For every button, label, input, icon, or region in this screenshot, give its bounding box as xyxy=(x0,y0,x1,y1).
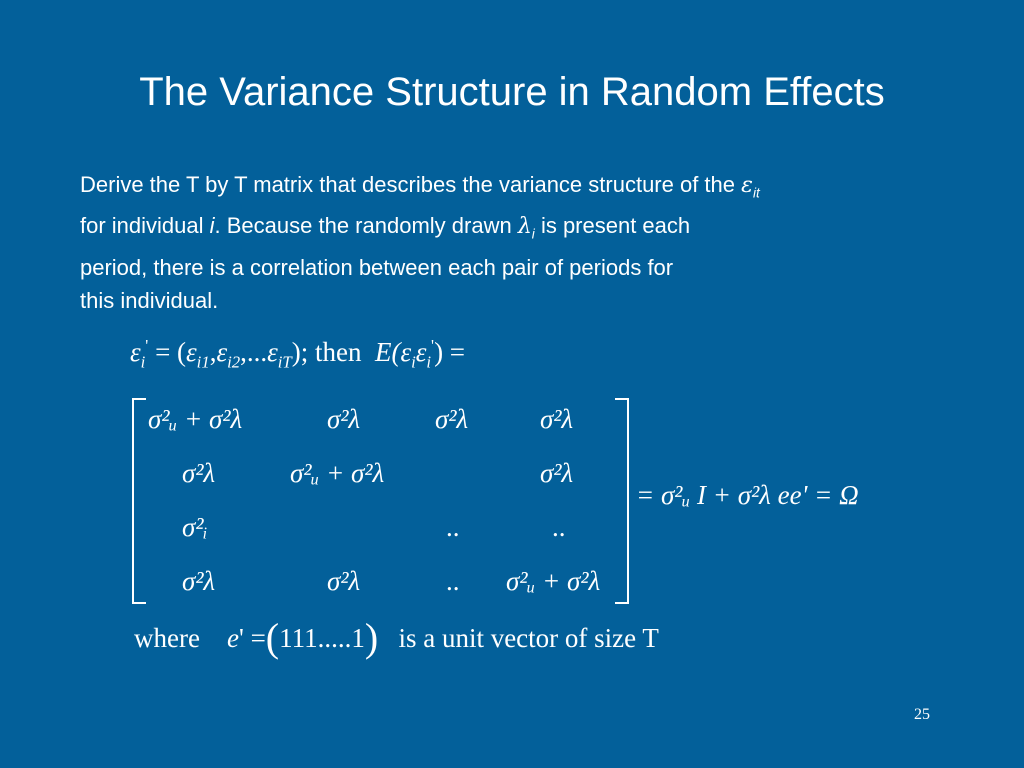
body-line-1: Derive the T by T matrix that describes … xyxy=(80,168,960,209)
unit-vector-definition: where e' =(111.....1) is a unit vector o… xyxy=(134,614,659,661)
matrix-r1c4: σ²λ xyxy=(540,404,574,434)
lambda-subscript: i xyxy=(531,226,535,242)
eq-expectation-close: ) = xyxy=(434,337,466,367)
eq-expectation-e2-prime: ' xyxy=(431,336,435,355)
epsilon-definition-equation: εi' = (εi1,εi2,...εiT); then E(εiεi') = xyxy=(130,336,465,372)
matrix-r4c3: .. xyxy=(446,566,460,596)
eq-expectation-e2: ε xyxy=(415,337,427,367)
matrix-r3c1: σ²ᵢ xyxy=(182,512,208,542)
matrix-r4c1: σ²λ xyxy=(182,566,216,596)
matrix-r3c4: .. xyxy=(552,512,566,542)
matrix-r2c4: σ²λ xyxy=(540,458,574,488)
eq-expectation-e1-sub: i xyxy=(411,352,416,372)
body-line-3: period, there is a correlation between e… xyxy=(80,254,674,280)
eq-expectation-e1: ε xyxy=(400,337,412,367)
eq-e2-sub: i2 xyxy=(227,352,241,372)
eq-e1: ε xyxy=(186,337,197,367)
slide-body-text: Derive the T by T matrix that describes … xyxy=(80,168,960,317)
body-line-2-part-a: for individual xyxy=(80,213,204,239)
where-e: e xyxy=(226,623,239,653)
matrix-r2c2: σ²ᵤ + σ²λ xyxy=(290,458,385,488)
matrix-r1c2: σ²λ xyxy=(327,404,361,434)
eq-e2: ε xyxy=(216,337,228,367)
body-line-2-italic-i: i xyxy=(209,213,215,239)
matrix-r4c2: σ²λ xyxy=(327,566,361,596)
lambda-symbol: λ xyxy=(517,214,532,240)
slide-title: The Variance Structure in Random Effects xyxy=(139,70,885,114)
where-ones-vector: 111.....1 xyxy=(279,623,365,653)
where-tail-text: is a unit vector of size T xyxy=(398,623,659,653)
eq-expectation-e2-sub: i xyxy=(426,352,432,372)
body-line-4: this individual. xyxy=(80,287,219,313)
matrix-r4c4: σ²ᵤ + σ²λ xyxy=(506,566,601,596)
eq-comma: , xyxy=(209,337,217,367)
matrix-r1c1: σ²ᵤ + σ²λ xyxy=(148,404,243,434)
body-line-2-part-c: is present each xyxy=(540,213,691,239)
where-label: where xyxy=(134,623,200,653)
matrix-right-bracket xyxy=(615,398,629,604)
body-line-2-part-b: . Because the randomly drawn xyxy=(214,213,512,239)
epsilon-subscript: it xyxy=(752,185,760,201)
eq-lhs-epsilon: ε xyxy=(130,337,141,367)
where-close-paren: ) xyxy=(364,615,379,660)
eq-lhs-prime: ' xyxy=(145,336,149,355)
matrix-left-bracket xyxy=(132,398,146,604)
eq-e3-sub: iT xyxy=(277,352,292,372)
eq-dots: ,... xyxy=(240,337,268,367)
eq-e1-sub: i1 xyxy=(196,352,210,372)
body-line-1-text: Derive the T by T matrix that describes … xyxy=(80,172,736,197)
eq-open: = ( xyxy=(148,337,187,367)
eq-expectation-open: E( xyxy=(374,337,401,367)
matrix-r1c3: σ²λ xyxy=(435,404,469,434)
page-number: 25 xyxy=(914,706,930,723)
epsilon-symbol: ε xyxy=(741,173,753,198)
eq-then: ); then xyxy=(291,337,362,367)
where-prime-eq: ' = xyxy=(238,623,266,653)
matrix-r3c3: .. xyxy=(446,512,460,542)
omega-equation: = σ²ᵤ I + σ²λ ee' = Ω xyxy=(636,480,859,510)
matrix-r2c1: σ²λ xyxy=(182,458,216,488)
body-line-2: for individual i. Because the randomly d… xyxy=(80,209,960,250)
eq-e3: ε xyxy=(267,337,278,367)
eq-lhs-sub: i xyxy=(140,352,146,372)
where-open-paren: ( xyxy=(265,615,280,660)
